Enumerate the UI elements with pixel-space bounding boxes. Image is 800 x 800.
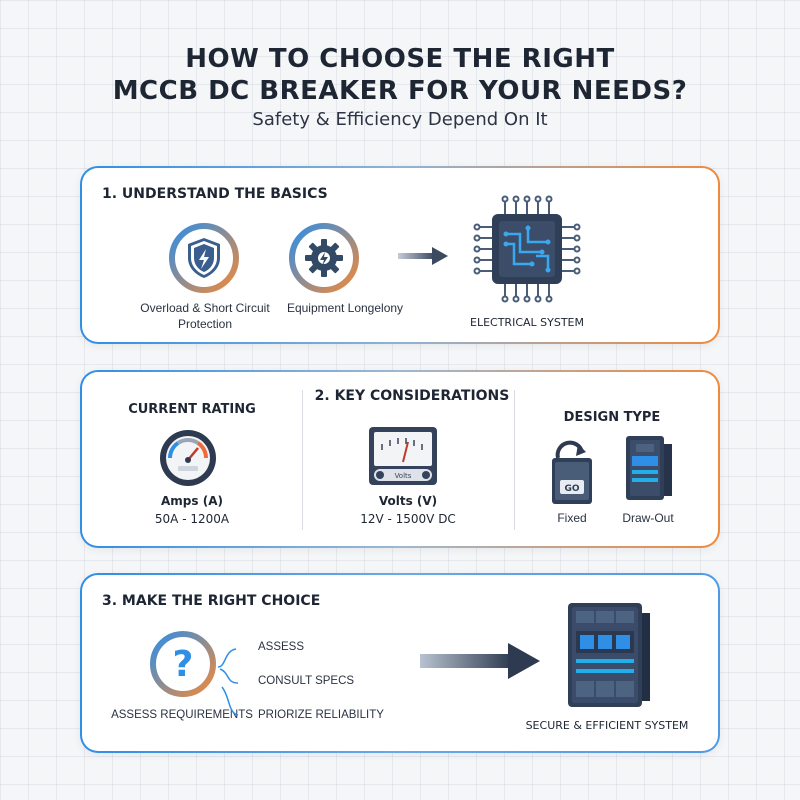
connector-lines bbox=[217, 648, 239, 716]
current-unit-label: Amps (A) bbox=[161, 494, 223, 508]
section-considerations-heading: 2. KEY CONSIDERATIONS bbox=[314, 388, 510, 404]
arrow-right-icon bbox=[398, 247, 448, 265]
voltage-range-label: 12V - 1500V DC bbox=[360, 512, 456, 526]
shield-lightning-icon bbox=[169, 223, 239, 293]
circuit-chip-icon bbox=[473, 195, 581, 303]
step-consult-specs: CONSULT SPECS bbox=[258, 675, 355, 687]
question-icon: ? bbox=[150, 631, 216, 697]
svg-text:?: ? bbox=[173, 644, 194, 685]
voltmeter-text: Volts bbox=[395, 472, 412, 480]
gauge-icon bbox=[160, 430, 216, 486]
voltage-unit-label: Volts (V) bbox=[378, 494, 438, 508]
overload-protection-label: Overload & Short Circuit Protection bbox=[140, 301, 270, 331]
mccb-breaker-icon bbox=[568, 603, 650, 707]
current-range-label: 50A - 1200A bbox=[154, 512, 230, 526]
page-title-line1: HOW TO CHOOSE THE RIGHT bbox=[185, 44, 615, 74]
voltmeter-icon: Volts bbox=[369, 427, 437, 485]
step-assess: ASSESS bbox=[258, 641, 305, 653]
fixed-label: Fixed bbox=[557, 511, 587, 525]
fixed-badge-text: GO bbox=[564, 484, 579, 494]
drawout-label: Draw-Out bbox=[622, 511, 674, 525]
electrical-system-label: ELECTRICAL SYSTEM bbox=[470, 316, 584, 329]
divider bbox=[514, 390, 515, 530]
page-title-line2: MCCB DC BREAKER FOR YOUR NEEDS? bbox=[112, 76, 688, 106]
current-rating-heading: CURRENT RATING bbox=[128, 402, 256, 417]
drawout-breaker-icon bbox=[626, 436, 672, 500]
fixed-breaker-icon: GO bbox=[552, 440, 592, 504]
gear-lightning-icon bbox=[289, 223, 359, 293]
arrow-right-icon bbox=[420, 643, 540, 679]
section-choice-heading: 3. MAKE THE RIGHT CHOICE bbox=[102, 593, 321, 609]
section-basics-heading: 1. UNDERSTAND THE BASICS bbox=[102, 186, 328, 202]
assess-requirements-label: ASSESS REQUIREMENTS bbox=[111, 709, 253, 721]
design-type-heading: DESIGN TYPE bbox=[563, 410, 661, 425]
section-choice-card: 3. MAKE THE RIGHT CHOICE ? ASSESS REQUIR… bbox=[80, 573, 720, 753]
equipment-longevity-label: Equipment Longelony bbox=[286, 301, 404, 315]
secure-system-label: SECURE & EFFICIENT SYSTEM bbox=[525, 719, 689, 732]
section-considerations-card: 2. KEY CONSIDERATIONS CURRENT RATING Amp… bbox=[80, 370, 720, 548]
section-basics-card: 1. UNDERSTAND THE BASICS Overload & Shor… bbox=[80, 166, 720, 344]
step-prioritize-reliability: PRIORIZE RELIABILITY bbox=[258, 709, 384, 721]
divider bbox=[302, 390, 303, 530]
page-subtitle: Safety & Efficiency Depend On It bbox=[252, 109, 548, 130]
